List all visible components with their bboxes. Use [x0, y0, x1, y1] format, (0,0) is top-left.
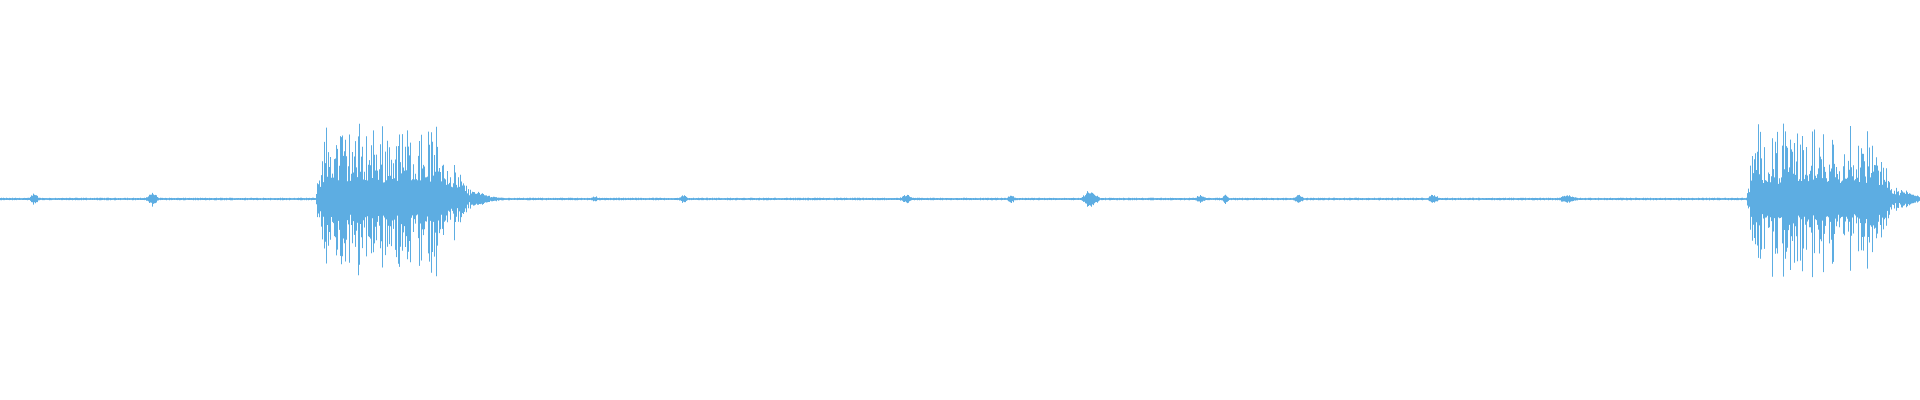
waveform-bars — [0, 123, 1920, 278]
